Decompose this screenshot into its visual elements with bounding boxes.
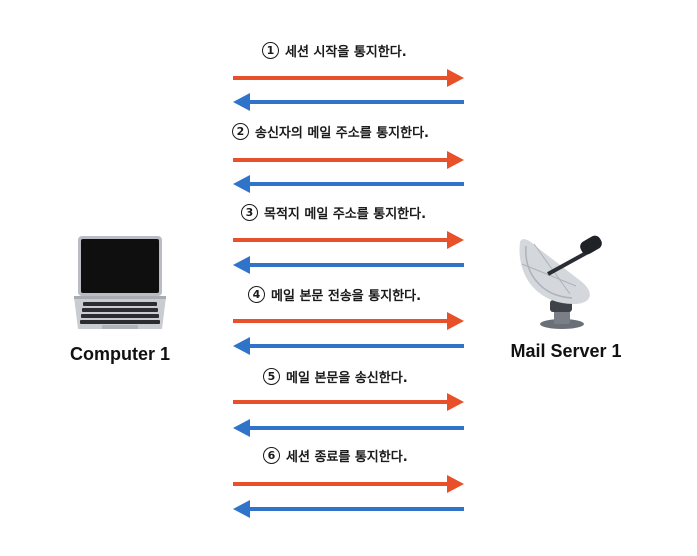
satellite-dish-icon — [519, 235, 602, 329]
mail-server-label: Mail Server 1 — [510, 341, 622, 361]
response-arrow — [233, 256, 464, 274]
request-arrow — [233, 69, 464, 87]
step-text: 세션 시작을 통지한다. — [285, 45, 407, 60]
request-arrow — [233, 231, 464, 249]
step-label-1: 1 세션 시작을 통지한다. — [262, 41, 407, 60]
step-text: 세션 종료를 통지한다. — [286, 450, 408, 465]
response-arrow — [233, 337, 464, 355]
response-arrow — [233, 500, 464, 518]
request-arrow — [233, 393, 464, 411]
laptop-icon — [74, 236, 166, 329]
step-number-badge: 6 — [263, 447, 280, 464]
response-arrow — [233, 175, 464, 193]
request-arrow — [233, 475, 464, 493]
step-text: 송신자의 메일 주소를 통지한다. — [255, 126, 429, 141]
step-text: 목적지 메일 주소를 통지한다. — [264, 207, 427, 222]
step-number-badge: 1 — [262, 42, 279, 59]
step-number-badge: 4 — [248, 286, 265, 303]
step-number-badge: 3 — [241, 204, 258, 221]
step-number-badge: 2 — [232, 123, 249, 140]
request-arrow — [233, 312, 464, 330]
request-arrow — [233, 151, 464, 169]
step-text: 메일 본문을 송신한다. — [286, 371, 408, 386]
computer-label: Computer 1 — [69, 344, 170, 364]
step-label-2: 2 송신자의 메일 주소를 통지한다. — [232, 122, 429, 141]
response-arrow — [233, 419, 464, 437]
step-text: 메일 본문 전송을 통지한다. — [271, 289, 422, 304]
response-arrow — [233, 93, 464, 111]
step-number-badge: 5 — [263, 368, 280, 385]
step-label-5: 5 메일 본문을 송신한다. — [263, 367, 408, 386]
step-label-4: 4 메일 본문 전송을 통지한다. — [248, 285, 421, 304]
step-label-3: 3 목적지 메일 주소를 통지한다. — [241, 203, 426, 222]
step-label-6: 6 세션 종료를 통지한다. — [263, 446, 408, 465]
